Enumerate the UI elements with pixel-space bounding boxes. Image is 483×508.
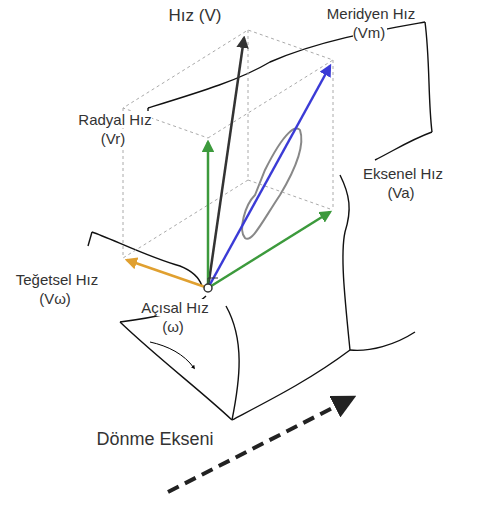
velocity-label: Meridyen Hız (Vm) xyxy=(318,4,422,42)
velocity-label: Hız (V) xyxy=(145,6,245,25)
rotation-arc xyxy=(150,342,194,368)
blade-airfoil xyxy=(242,128,301,238)
axial-arrow xyxy=(208,212,330,288)
origin-point xyxy=(204,284,212,292)
meridional-arrow xyxy=(208,66,330,288)
velocity-label: Teğetsel Hız (Vω) xyxy=(4,270,108,308)
velocity-label: Radyal Hız (Vr) xyxy=(68,110,160,148)
tangential-arrow xyxy=(127,260,208,288)
velocity-arrow xyxy=(208,38,244,288)
radial-arrow xyxy=(207,142,210,288)
passage-outline xyxy=(88,22,432,420)
velocity-label: Açısal Hız (ω) xyxy=(126,298,222,336)
velocity-label: Dönme Ekseni xyxy=(80,430,230,449)
velocity-label: Eksenel Hız (Va) xyxy=(350,164,454,202)
